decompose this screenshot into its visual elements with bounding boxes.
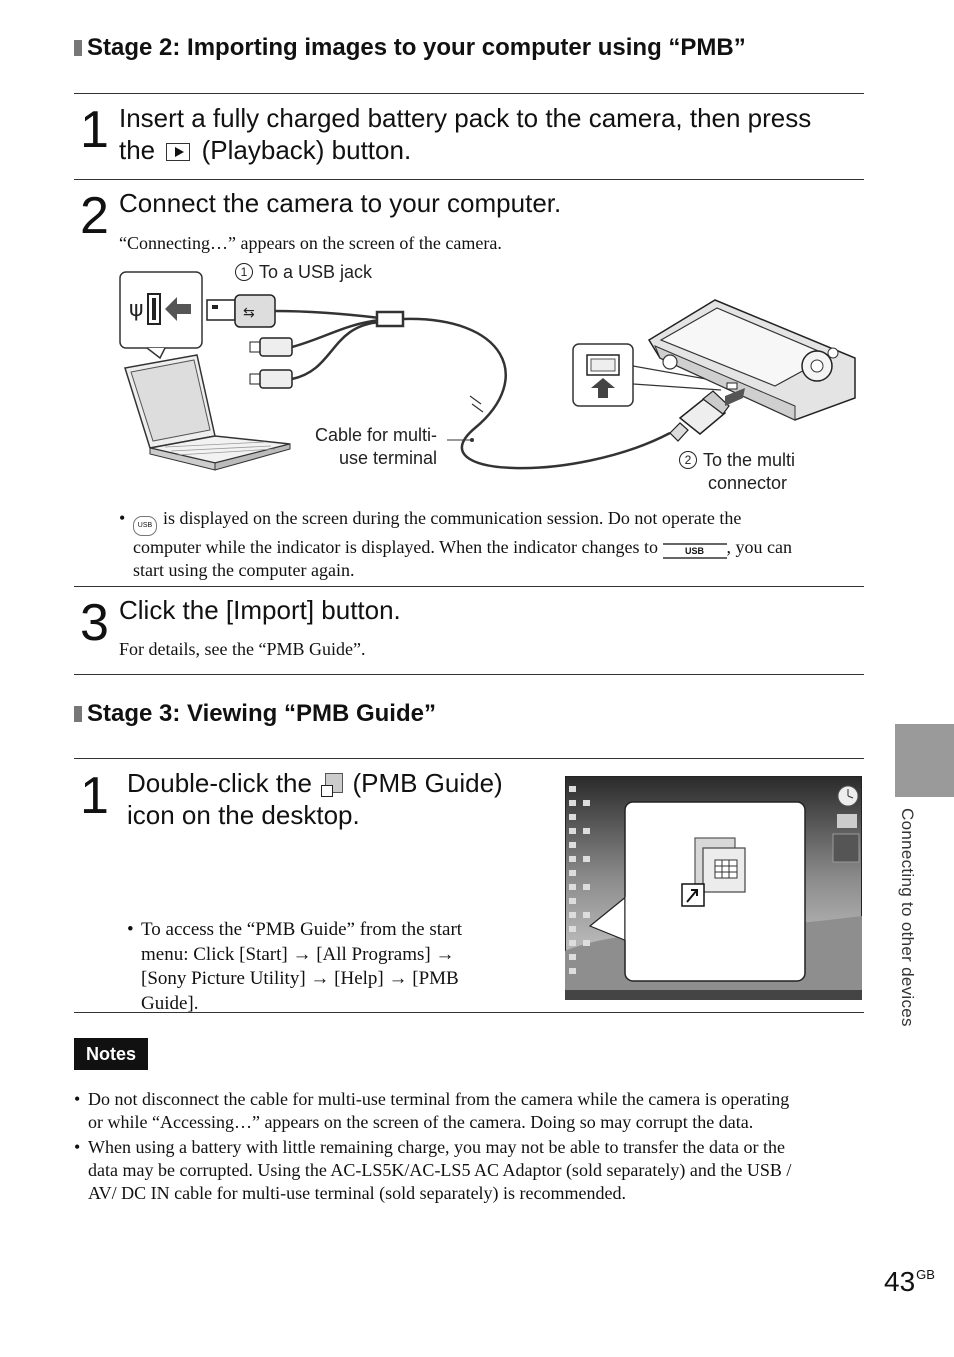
divider <box>74 1012 864 1013</box>
label-multi-line2: connector <box>708 473 788 493</box>
note-line3: start using the computer again. <box>133 560 355 580</box>
label-number: 2 <box>679 451 697 469</box>
svg-text:⇆: ⇆ <box>243 305 255 321</box>
port-callout <box>572 343 724 407</box>
pmb-guide-desktop-icon <box>681 837 746 907</box>
step-number: 1 <box>80 767 109 825</box>
step1-line1: Insert a fully charged battery pack to t… <box>119 103 812 133</box>
connection-diagram: ψ ⇆ <box>119 271 856 471</box>
svg-text:ψ: ψ <box>129 297 144 322</box>
label-usb-jack-text: To a USB jack <box>259 262 373 282</box>
stage3-line1a: Double-click the <box>127 768 312 798</box>
note-line: or while “Accessing…” appears on the scr… <box>88 1112 754 1132</box>
usb-plug: ⇆ <box>206 294 276 328</box>
stage3-title: Stage 3: Viewing “PMB Guide” <box>74 700 436 728</box>
note-line2-end: , you can <box>726 537 792 557</box>
note-line: Do not disconnect the cable for multi-us… <box>88 1089 790 1109</box>
step3-heading: Click the [Import] button. <box>119 595 401 625</box>
usb-busy-icon: USB <box>133 516 157 536</box>
note-line: data may be corrupted. Using the AC-LS5K… <box>88 1160 792 1180</box>
divider <box>74 93 864 94</box>
menu-note-line: To access the “PMB Guide” from the start <box>141 919 463 940</box>
label-multi-connector: 2 To the multi connector <box>679 449 795 495</box>
note-line: When using a battery with little remaini… <box>88 1137 785 1157</box>
section-tab <box>895 724 954 797</box>
label-cable-line2: use terminal <box>338 448 437 468</box>
divider <box>74 674 864 675</box>
av-plugs <box>249 337 293 389</box>
laptop <box>124 354 291 471</box>
label-multi-line1: To the multi <box>703 450 796 470</box>
usb-ready-icon: USB <box>662 543 727 559</box>
step1-the: the <box>119 135 156 165</box>
step1-rest: (Playback) button. <box>201 135 412 165</box>
step2-heading: Connect the camera to your computer. <box>119 188 562 218</box>
page-number: 43GB <box>884 1266 935 1298</box>
note-item: When using a battery with little remaini… <box>74 1136 878 1205</box>
page-number-value: 43 <box>884 1266 916 1297</box>
playback-button-icon <box>166 143 191 161</box>
step1-text: Insert a fully charged battery pack to t… <box>119 102 864 166</box>
desktop-icons <box>569 786 590 974</box>
section-marker <box>74 706 82 722</box>
step1-line2: the (Playback) button. <box>119 134 864 166</box>
step-number: 3 <box>80 594 109 652</box>
label-usb-jack: 1 To a USB jack <box>235 261 372 284</box>
divider <box>74 586 864 587</box>
label-cable: Cable for multi- use terminal <box>303 424 437 470</box>
menu-note-line: menu: Click [Start] → [All Programs] → <box>141 943 455 965</box>
section-tab-label: Connecting to other devices <box>898 808 917 1027</box>
menu-note-line: [Sony Picture Utility] → [Help] → [PMB <box>141 968 459 989</box>
stage2-title-text: Stage 2: Importing images to your comput… <box>87 34 746 61</box>
usb-indicator-note: USB is displayed on the screen during the… <box>119 507 873 581</box>
step-number: 1 <box>80 101 109 159</box>
step-number: 2 <box>80 187 109 245</box>
stage3-title-text: Stage 3: Viewing “PMB Guide” <box>87 700 436 727</box>
stage2-title: Stage 2: Importing images to your comput… <box>74 34 746 62</box>
note-line1: is displayed on the screen during the co… <box>163 508 742 528</box>
note-line2: computer while the indicator is displaye… <box>133 537 659 557</box>
section-marker <box>74 40 82 56</box>
gadget <box>832 833 860 863</box>
stage3-step1-text: Double-click the (PMB Guide) icon on the… <box>127 767 557 831</box>
page-number-suffix: GB <box>916 1267 935 1282</box>
taskbar <box>565 990 862 1000</box>
multi-connector-plug <box>669 390 730 442</box>
notes-badge: Notes <box>74 1038 148 1070</box>
gadget <box>837 814 857 828</box>
cable <box>274 309 671 470</box>
camera <box>647 299 856 421</box>
label-cable-line1: Cable for multi- <box>314 425 437 445</box>
stage3-line2: icon on the desktop. <box>127 800 360 830</box>
usb-port-callout: ψ <box>119 271 203 360</box>
pmb-guide-icon <box>319 771 345 797</box>
desktop-screenshot <box>565 776 862 1000</box>
note-item: Do not disconnect the cable for multi-us… <box>74 1088 878 1134</box>
menu-note-line: Guide]. <box>141 992 199 1014</box>
step2-sub: “Connecting…” appears on the screen of t… <box>119 233 502 253</box>
label-number: 1 <box>235 263 253 281</box>
stage3-line1b: (PMB Guide) <box>352 768 503 798</box>
step3-sub: For details, see the “PMB Guide”. <box>119 639 366 659</box>
note-line: AV/ DC IN cable for multi-use terminal (… <box>88 1183 627 1203</box>
divider <box>74 179 864 180</box>
start-menu-note: To access the “PMB Guide” from the start… <box>127 918 551 1016</box>
divider <box>74 758 864 759</box>
